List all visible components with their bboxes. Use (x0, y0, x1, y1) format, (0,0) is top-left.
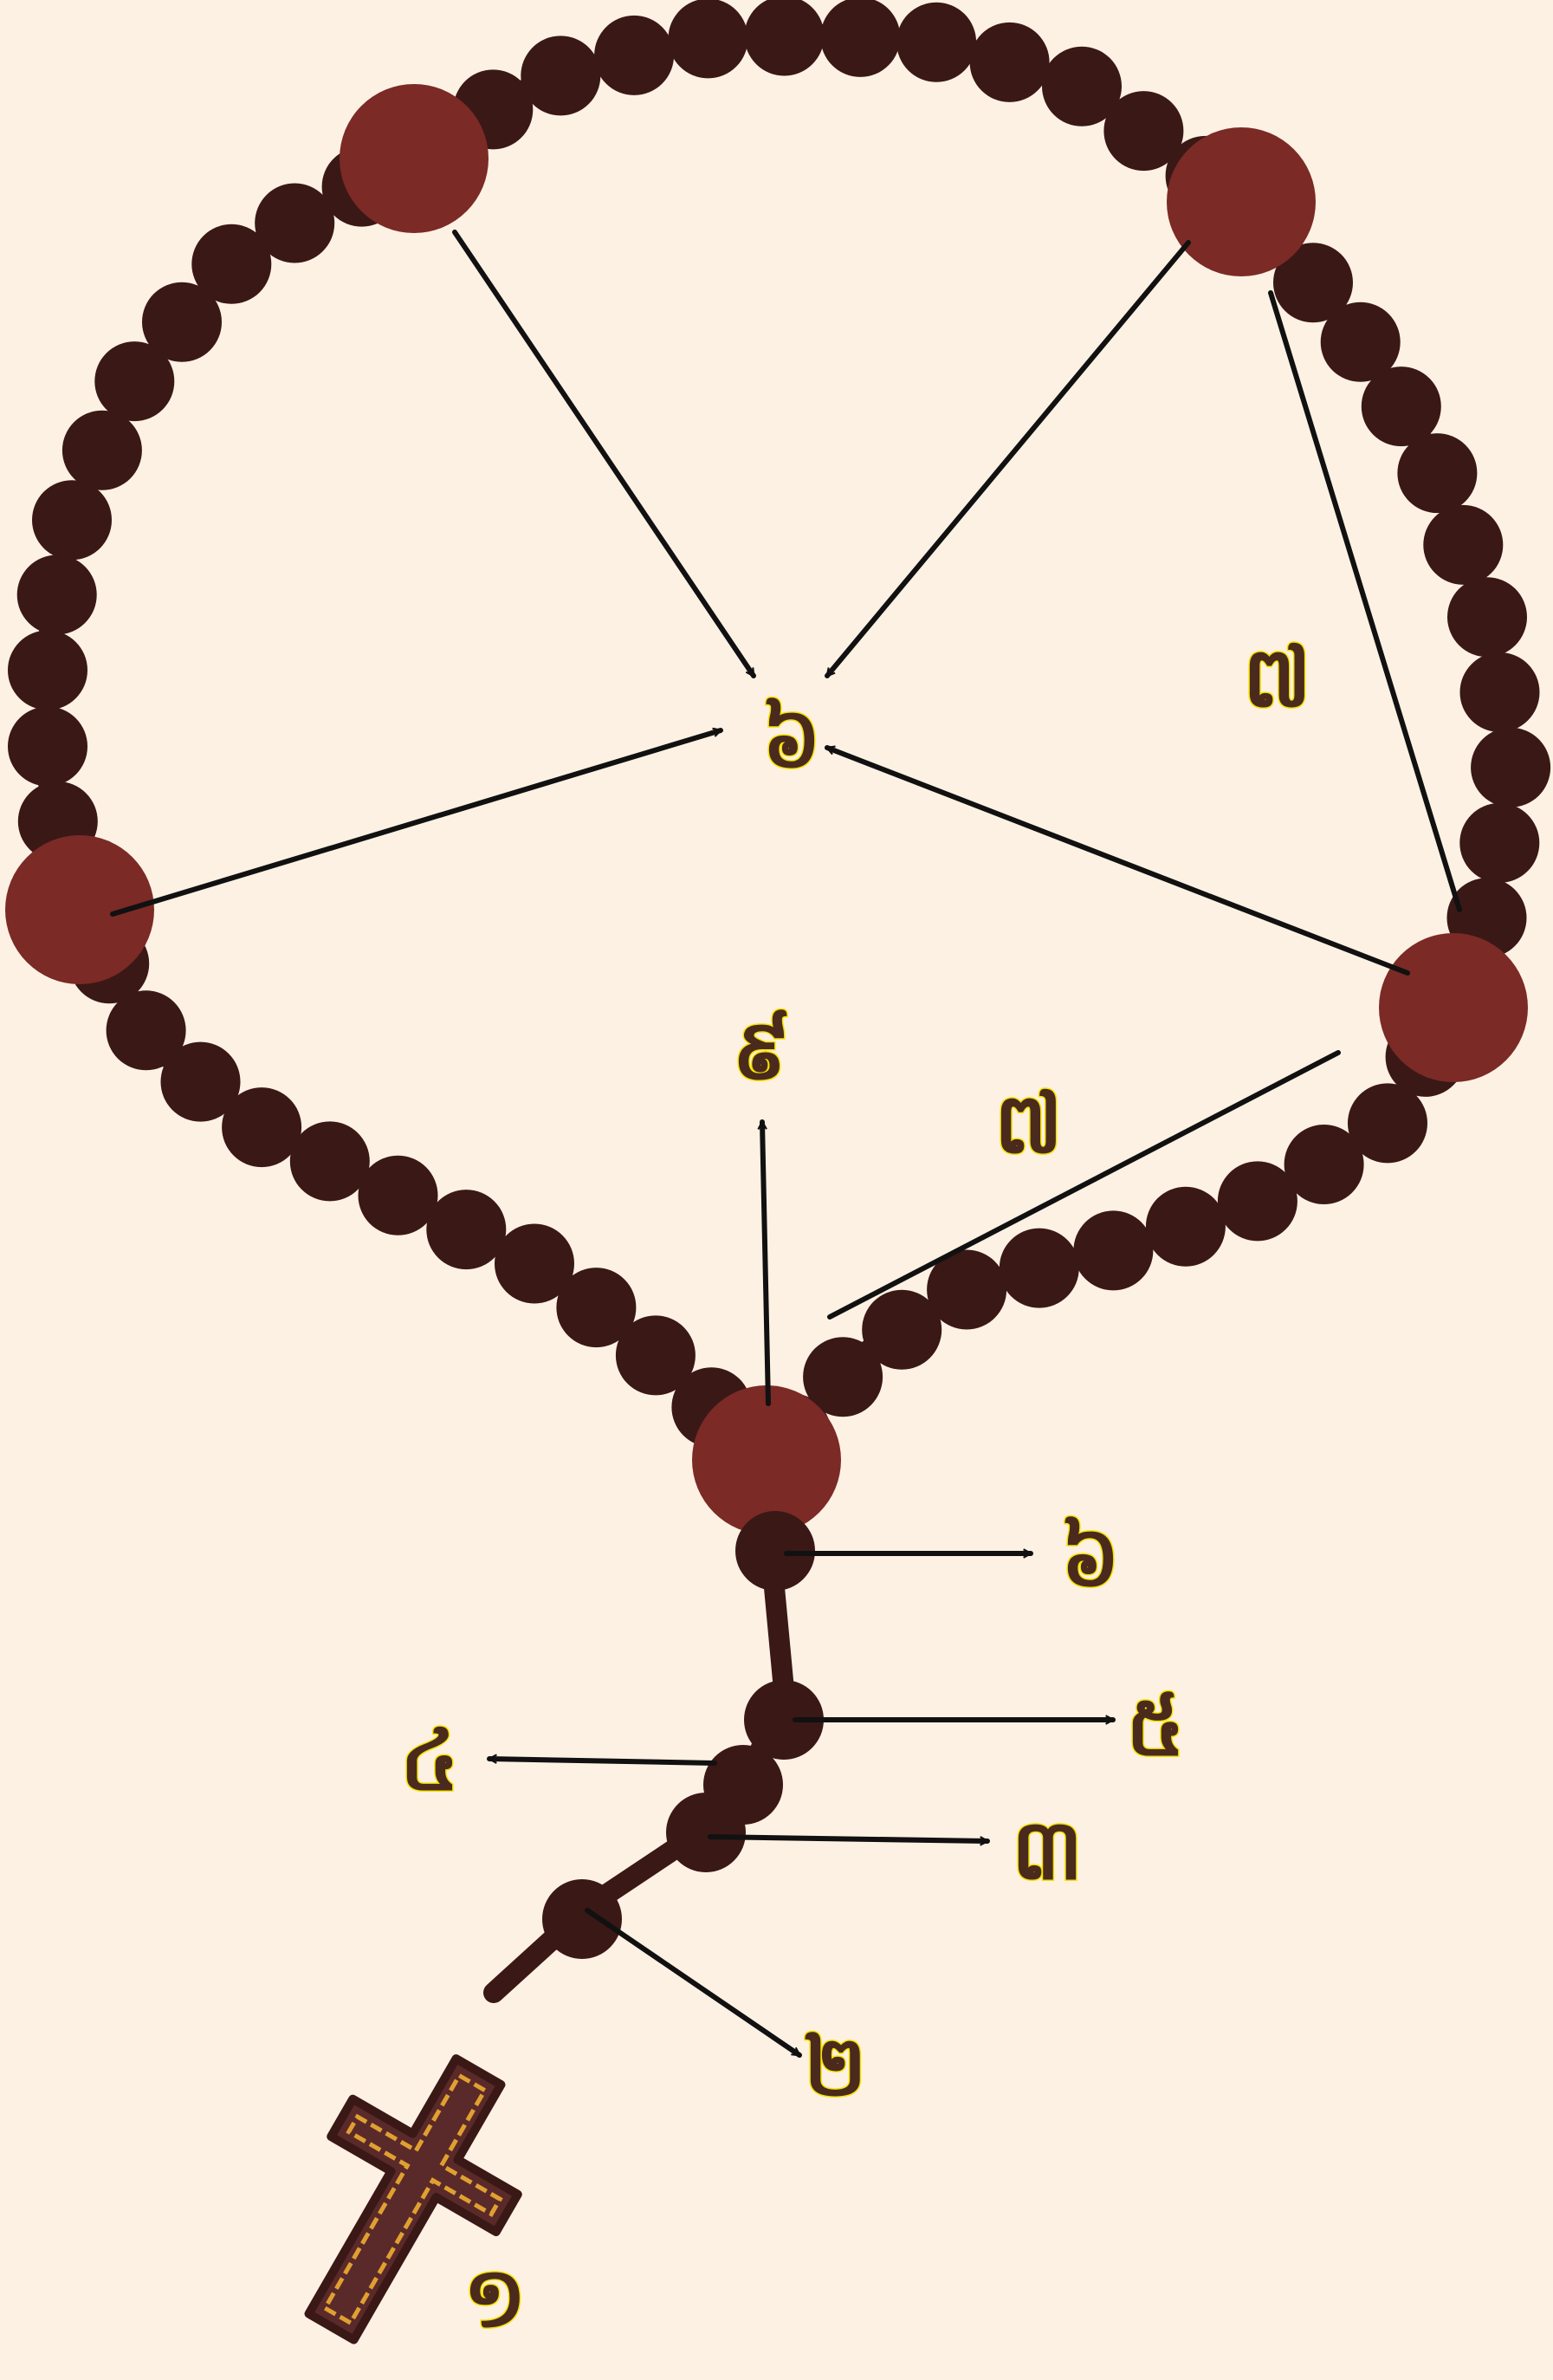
stem-bead-three (666, 1793, 746, 1872)
loop-bead (1146, 1187, 1226, 1267)
decade-brackets (830, 293, 1459, 1317)
loop-bead (1397, 433, 1477, 513)
loop-bead (745, 0, 825, 76)
large-bead-right (1379, 933, 1528, 1082)
label-bead-six-stem: ៦ (1061, 1508, 1120, 1605)
label-up: ៩ (732, 1002, 791, 1099)
arrow-top-left-to-center (455, 232, 754, 676)
label-center: ៦ (762, 690, 821, 787)
large-bead-top-right (1167, 127, 1316, 276)
loop-bead (1423, 505, 1503, 585)
arrow-top-right-to-center (827, 243, 1188, 676)
loop-bead (594, 16, 674, 95)
large-bead-top-left (340, 84, 489, 233)
label-cross: ១ (463, 2249, 527, 2346)
loop-bead (255, 184, 334, 263)
arrow-bead-two (587, 1910, 799, 2055)
loop-bead (107, 990, 186, 1070)
loop-bead (1447, 577, 1527, 657)
loop-bead (820, 0, 900, 77)
arrow-left-to-center (113, 730, 721, 914)
loop-bead (8, 707, 87, 787)
loop-bead (1471, 728, 1550, 807)
label-bead-five: ៥ (1126, 1677, 1185, 1774)
label-bead-four: ៤ (400, 1712, 459, 1809)
arrow-right-to-center (827, 748, 1407, 973)
stem-bead-two (542, 1879, 622, 1959)
loop-bead (1073, 1210, 1153, 1290)
loop-bead (1218, 1161, 1297, 1241)
loop-bead (495, 1224, 574, 1304)
label-bead-three: ៣ (1012, 1801, 1083, 1898)
arrow-bead-three (710, 1837, 987, 1841)
loop-bead (62, 411, 142, 490)
loop-bead (1460, 652, 1540, 732)
label-decade-right-lower: ៧ (994, 1075, 1063, 1172)
loop-bead (1000, 1229, 1079, 1308)
label-decade-right-upper: ៧ (1243, 629, 1311, 726)
loop-bead (290, 1121, 370, 1201)
loop-bead (521, 36, 600, 115)
loop-bead (970, 23, 1050, 102)
arrow-junction-up (762, 1122, 768, 1404)
loop-bead (896, 3, 976, 82)
loop-bead (359, 1156, 438, 1235)
loop-bead (32, 480, 112, 560)
loop-bead (8, 631, 87, 710)
loop-bead (17, 555, 97, 635)
label-bead-two: ២ (804, 2018, 867, 2115)
arrow-bead-four (489, 1759, 715, 1763)
labels: ១ ២ ៣ ៤ ៥ ៦ ៦ ៩ ៧ ៧ (400, 629, 1311, 2346)
loop-bead (669, 0, 748, 78)
loop-bead (1459, 803, 1539, 883)
loop-bead (426, 1190, 506, 1269)
stem-beads (542, 1511, 824, 1959)
